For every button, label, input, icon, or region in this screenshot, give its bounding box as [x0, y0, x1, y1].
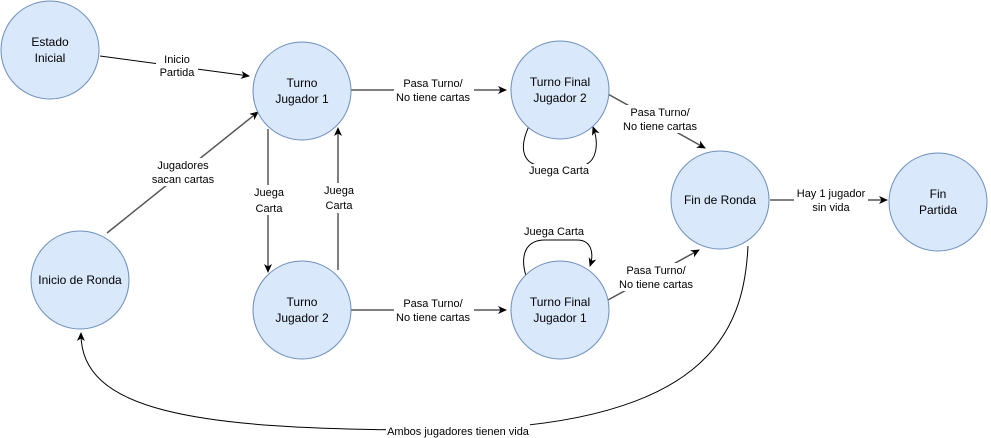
- edge-loop-tf1: [523, 239, 597, 277]
- svg-text:Jugadores: Jugadores: [157, 160, 209, 172]
- svg-text:Jugador 1: Jugador 1: [275, 92, 329, 106]
- label-jugadores-sacan: Jugadores sacan cartas: [148, 158, 218, 186]
- svg-text:Pasa Turno/: Pasa Turno/: [403, 298, 463, 310]
- svg-text:Turno Final: Turno Final: [530, 75, 590, 89]
- svg-text:Pasa Turno/: Pasa Turno/: [626, 265, 686, 277]
- node-turno-final-jugador-1[interactable]: Turno Final Jugador 1: [510, 260, 610, 360]
- svg-text:Juega: Juega: [254, 187, 285, 199]
- svg-text:Juega: Juega: [324, 185, 355, 197]
- node-fin-de-ronda[interactable]: Fin de Ronda: [670, 150, 770, 250]
- svg-text:sacan cartas: sacan cartas: [152, 174, 215, 186]
- svg-text:Fin: Fin: [930, 187, 947, 201]
- svg-text:sin vida: sin vida: [812, 202, 850, 214]
- node-turno-jugador-1[interactable]: Turno Jugador 1: [252, 41, 352, 141]
- svg-text:Hay 1 jugador: Hay 1 jugador: [797, 188, 866, 200]
- svg-text:No tiene cartas: No tiene cartas: [396, 92, 470, 104]
- svg-text:Turno: Turno: [287, 295, 318, 309]
- node-turno-jugador-2[interactable]: Turno Jugador 2: [252, 260, 352, 360]
- label-juega-carta-loop-j1: Juega Carta: [522, 225, 586, 239]
- label-juega-carta-j2-j1: Juega Carta: [322, 183, 356, 213]
- label-pasa-turno-tf2: Pasa Turno/ No tiene cartas: [620, 105, 700, 133]
- svg-text:No tiene cartas: No tiene cartas: [619, 279, 693, 291]
- node-estado-inicial[interactable]: Estado Inicial: [0, 0, 100, 100]
- svg-text:Fin de Ronda: Fin de Ronda: [684, 193, 756, 207]
- svg-text:Inicial: Inicial: [35, 51, 66, 65]
- svg-text:Juega Carta: Juega Carta: [524, 226, 585, 238]
- label-inicio-partida: Inicio Partida: [156, 52, 198, 80]
- svg-text:Turno Final: Turno Final: [530, 295, 590, 309]
- svg-text:Jugador 2: Jugador 2: [275, 311, 329, 325]
- svg-text:Pasa Turno/: Pasa Turno/: [403, 78, 463, 90]
- label-pasa-turno-top: Pasa Turno/ No tiene cartas: [394, 76, 474, 104]
- label-pasa-turno-bottom: Pasa Turno/ No tiene cartas: [394, 296, 474, 324]
- label-pasa-turno-tf1: Pasa Turno/ No tiene cartas: [616, 263, 696, 291]
- svg-text:Turno: Turno: [287, 76, 318, 90]
- svg-text:Inicio: Inicio: [164, 54, 190, 66]
- svg-text:Ambos jugadores tienen vida: Ambos jugadores tienen vida: [387, 426, 530, 438]
- label-hay-un-jugador: Hay 1 jugador sin vida: [794, 186, 868, 214]
- svg-text:No tiene cartas: No tiene cartas: [623, 121, 697, 133]
- svg-text:Estado: Estado: [31, 35, 69, 49]
- svg-text:Partida: Partida: [919, 203, 957, 217]
- svg-text:Juega Carta: Juega Carta: [529, 165, 590, 177]
- svg-text:No tiene cartas: No tiene cartas: [396, 312, 470, 324]
- node-fin-partida[interactable]: Fin Partida: [888, 152, 988, 252]
- node-inicio-de-ronda[interactable]: Inicio de Ronda: [30, 230, 130, 330]
- svg-text:Carta: Carta: [256, 203, 284, 215]
- svg-text:Partida: Partida: [160, 67, 196, 79]
- svg-text:Jugador 1: Jugador 1: [533, 311, 587, 325]
- node-turno-final-jugador-2[interactable]: Turno Final Jugador 2: [510, 40, 610, 140]
- svg-text:Pasa Turno/: Pasa Turno/: [630, 107, 690, 119]
- label-juega-carta-j1-j2: Juega Carta: [252, 185, 286, 215]
- svg-text:Inicio de Ronda: Inicio de Ronda: [38, 273, 122, 287]
- label-ambos-vida: Ambos jugadores tienen vida: [386, 424, 530, 438]
- svg-text:Jugador 2: Jugador 2: [533, 91, 587, 105]
- label-juega-carta-loop-j2: Juega Carta: [527, 164, 591, 178]
- svg-text:Carta: Carta: [326, 200, 354, 212]
